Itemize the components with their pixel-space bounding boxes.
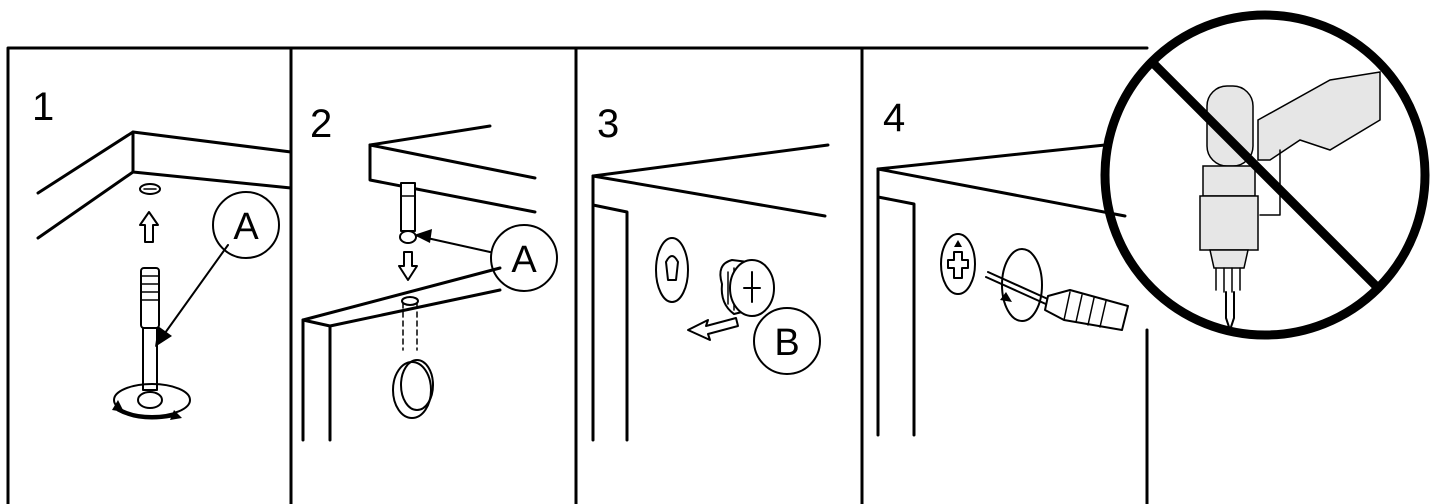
cam-bolt-icon (112, 267, 191, 420)
panel-2: 2 A (301, 102, 558, 442)
warning-no-power-drill (1100, 10, 1430, 340)
panel-number: 2 (310, 102, 332, 146)
callout-circle (212, 191, 280, 259)
cam-lock-icon (719, 259, 775, 317)
prohibition-slash (1148, 58, 1382, 292)
screwdriver-icon (985, 271, 1129, 331)
panel-1: 1 A (32, 85, 293, 420)
panel-number: 4 (883, 96, 905, 140)
callout-letter: A (511, 239, 537, 281)
panel-4: 4 (876, 96, 1129, 437)
power-drill-icon (1199, 71, 1381, 331)
callout-circle (490, 224, 558, 292)
callout-circle (753, 307, 821, 375)
panel-3: 3 B (591, 102, 830, 442)
panel-number: 1 (32, 85, 54, 129)
panel-number: 3 (597, 102, 619, 146)
callout-letter: B (774, 322, 799, 364)
frame-outline (6, 46, 1149, 504)
prohibition-circle (1100, 10, 1430, 340)
callout-letter: A (233, 206, 259, 248)
